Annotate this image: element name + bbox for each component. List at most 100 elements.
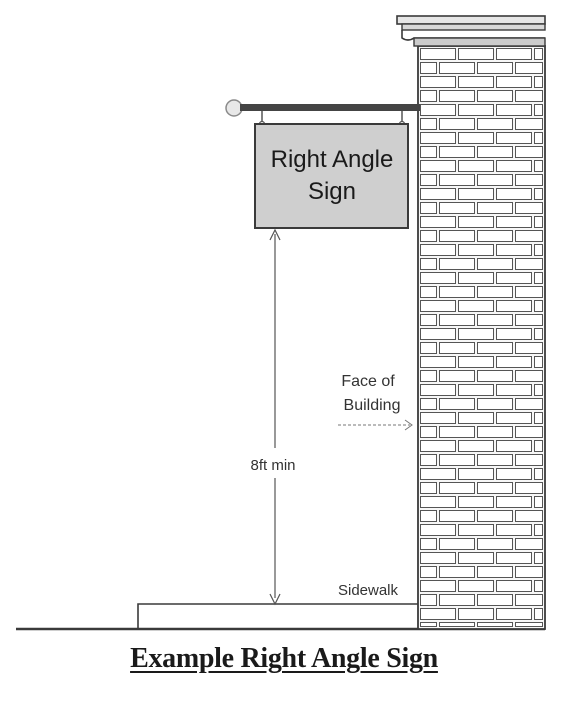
brick	[477, 90, 513, 102]
brick	[420, 118, 437, 130]
brick	[420, 132, 456, 144]
brick	[515, 90, 543, 102]
brick	[458, 300, 494, 312]
brick	[458, 48, 494, 60]
brick	[496, 496, 532, 508]
brick	[534, 132, 543, 144]
brick	[439, 454, 475, 466]
brick	[534, 356, 543, 368]
brick	[458, 132, 494, 144]
bracket-bar	[240, 104, 420, 111]
brick	[458, 580, 494, 592]
brick	[496, 188, 532, 200]
brick	[420, 258, 437, 270]
brick	[420, 146, 437, 158]
sidewalk-label: Sidewalk	[338, 582, 399, 599]
sign-text-line2: Sign	[308, 178, 356, 205]
brick	[496, 132, 532, 144]
brick	[534, 412, 543, 424]
brick	[515, 314, 543, 326]
brick	[534, 496, 543, 508]
brick	[477, 510, 513, 522]
face-label-line2: Building	[344, 397, 401, 414]
brick	[420, 314, 437, 326]
caption-title: Example Right Angle Sign	[130, 643, 438, 674]
brick	[515, 454, 543, 466]
brick	[420, 76, 456, 88]
brick	[496, 580, 532, 592]
brick	[420, 370, 437, 382]
brick	[420, 468, 456, 480]
brick	[534, 76, 543, 88]
brick	[420, 230, 437, 242]
brick	[477, 538, 513, 550]
brick	[439, 202, 475, 214]
brick	[477, 62, 513, 74]
brick	[534, 160, 543, 172]
brick	[515, 426, 543, 438]
arrowhead-down	[269, 593, 281, 606]
clearance-dimension	[269, 228, 281, 606]
brick	[534, 608, 543, 620]
brick	[458, 524, 494, 536]
brick	[515, 62, 543, 74]
brick	[439, 258, 475, 270]
sign-panel	[254, 123, 409, 229]
brick	[420, 538, 437, 550]
brick	[496, 328, 532, 340]
brick	[496, 160, 532, 172]
brick	[439, 538, 475, 550]
brick	[420, 454, 437, 466]
brick	[477, 398, 513, 410]
brick	[534, 272, 543, 284]
brick	[420, 342, 437, 354]
brick	[458, 328, 494, 340]
sign-text-line1: Right Angle	[271, 146, 394, 173]
brick	[439, 510, 475, 522]
sidewalk-slab	[137, 603, 418, 629]
brick	[439, 146, 475, 158]
brick	[439, 230, 475, 242]
brick	[420, 174, 437, 186]
brick	[458, 160, 494, 172]
brick	[420, 510, 437, 522]
brick	[439, 286, 475, 298]
brick	[420, 188, 456, 200]
brick	[439, 314, 475, 326]
brick	[515, 510, 543, 522]
brick	[420, 412, 456, 424]
brick	[496, 412, 532, 424]
brick	[420, 384, 456, 396]
brick	[477, 314, 513, 326]
brick	[515, 202, 543, 214]
brick	[420, 244, 456, 256]
brick	[496, 552, 532, 564]
brick	[420, 160, 456, 172]
brick	[420, 272, 456, 284]
brick	[534, 552, 543, 564]
brick	[515, 258, 543, 270]
brick	[477, 622, 513, 627]
brick	[439, 426, 475, 438]
brick	[534, 384, 543, 396]
brick	[496, 76, 532, 88]
brick	[477, 286, 513, 298]
brick	[534, 188, 543, 200]
brick	[515, 622, 543, 627]
brick	[420, 552, 456, 564]
brick	[458, 104, 494, 116]
brick	[420, 594, 437, 606]
brick	[420, 496, 456, 508]
brick	[496, 104, 532, 116]
brick	[420, 90, 437, 102]
brick	[477, 594, 513, 606]
brick	[420, 328, 456, 340]
brick	[534, 580, 543, 592]
arrowhead-up	[269, 228, 281, 241]
brick	[534, 328, 543, 340]
brick	[477, 174, 513, 186]
brick	[439, 62, 475, 74]
brick	[534, 300, 543, 312]
brick	[439, 594, 475, 606]
